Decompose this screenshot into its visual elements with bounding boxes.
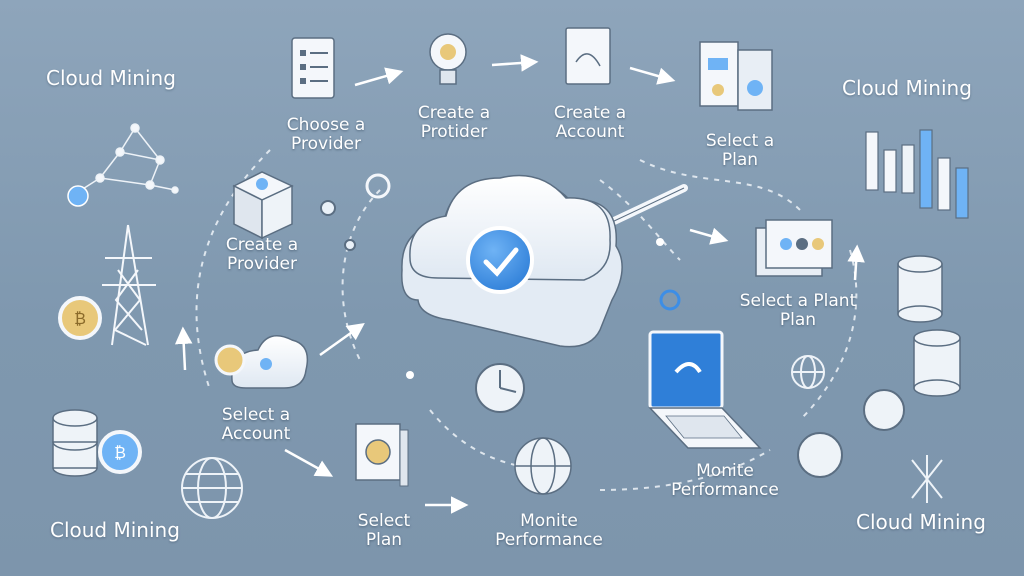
clock-icon	[475, 363, 525, 413]
corner-label-bottom-left: Cloud Mining	[50, 518, 180, 542]
card-icon	[755, 219, 833, 277]
corner-label-top-right: Cloud Mining	[842, 76, 972, 100]
step-label-monitor-right: Monite Performance	[650, 462, 800, 500]
lightbulb-icon	[429, 33, 467, 85]
sparkle-icon	[911, 455, 943, 503]
coin-icon: ₿	[58, 296, 102, 340]
laptop-icon	[648, 330, 762, 449]
small-cloud-icon	[214, 335, 309, 389]
step-line: Monite	[520, 511, 578, 531]
step-line: Select a	[705, 131, 775, 151]
box-icon	[232, 171, 294, 240]
step-label-choose-provider: Choose a Provider	[276, 116, 376, 154]
step-line: Performance	[671, 480, 779, 500]
svg-text:₿: ₿	[74, 309, 86, 328]
step-line: Protider	[420, 122, 488, 142]
step-line: Provider	[227, 254, 297, 274]
server-stack-icon	[52, 409, 98, 477]
brochure-icon	[699, 41, 773, 111]
step-line: Provider	[291, 134, 361, 154]
step-label-select-plan-top: Select a Plan	[690, 132, 790, 170]
step-line: Plan	[365, 530, 403, 550]
power-tower-icon	[102, 224, 156, 346]
step-label-monitor-bottom: Monite Performance	[484, 512, 614, 550]
checklist-icon	[291, 37, 335, 99]
pen-icon	[608, 184, 688, 226]
step-line: Create a	[553, 103, 627, 123]
step-label-select-plan-bottom: Select Plan	[334, 512, 434, 550]
step-line: Choose a	[286, 115, 366, 135]
cloud-check-icon	[401, 174, 623, 348]
step-line: Account	[555, 122, 625, 142]
step-line: Create a	[417, 103, 491, 123]
plan-card-icon	[355, 423, 409, 487]
globe-icon	[514, 437, 572, 495]
svg-text:₿: ₿	[114, 443, 126, 462]
document-icon	[565, 27, 611, 85]
corner-label-top-left: Cloud Mining	[46, 66, 176, 90]
step-line: Monite	[696, 461, 754, 481]
flow-dots	[320, 173, 681, 379]
step-label-create-protider: Create a Protider	[404, 104, 504, 142]
step-line: Account	[221, 424, 291, 444]
globe-icon	[791, 355, 825, 389]
corner-label-bottom-right: Cloud Mining	[856, 510, 986, 534]
step-line: Plan	[721, 150, 759, 170]
bar-chart-icon	[865, 129, 969, 219]
coin-icon: ₿	[98, 430, 142, 474]
step-line: Select a Plant	[739, 291, 857, 311]
step-line: Select	[357, 511, 411, 531]
network-icon	[67, 123, 179, 207]
flow-arrows	[174, 54, 865, 514]
globe-icon	[181, 457, 243, 519]
step-label-create-provider-left: Create a Provider	[212, 236, 312, 274]
step-line: Performance	[495, 530, 603, 550]
step-line: Plan	[779, 310, 817, 330]
step-label-select-plant-plan: Select a Plant Plan	[716, 292, 880, 330]
step-line: Select a	[221, 405, 291, 425]
step-label-select-account: Select a Account	[206, 406, 306, 444]
server-stack-icon	[897, 255, 961, 397]
step-label-create-account: Create a Account	[540, 104, 640, 142]
coin-icon	[797, 389, 905, 478]
step-line: Create a	[225, 235, 299, 255]
